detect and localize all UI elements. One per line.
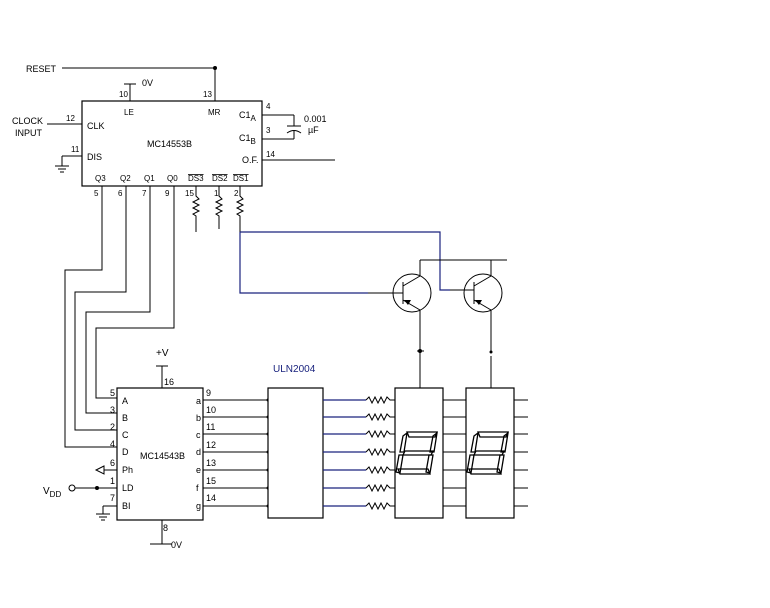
counter-dis: DIS [87, 152, 102, 162]
decoder-out-a: a [196, 396, 201, 406]
decoder-out-g: g [196, 501, 201, 511]
decoder-pin4: 4 [110, 439, 115, 449]
uln2004-chip [267, 387, 324, 519]
counter-pin2: 2 [234, 189, 239, 198]
reset-label: RESET [26, 64, 57, 74]
decoder-bi: BI [122, 501, 131, 511]
counter-pin13: 13 [203, 90, 212, 99]
counter-pin7: 7 [142, 189, 147, 198]
mc14553b-chip [81, 100, 263, 187]
mc14543b-chip [116, 387, 204, 521]
counter-pin4: 4 [266, 102, 271, 111]
decoder-opin14: 14 [206, 493, 216, 503]
counter-pin14: 14 [266, 150, 275, 159]
counter-pin15: 15 [185, 189, 194, 198]
decoder-pin8: 8 [163, 523, 168, 533]
resistor-ds1 [235, 186, 245, 232]
decoder-pin6: 6 [110, 458, 115, 468]
decoder-pin3: 3 [110, 405, 115, 415]
vplus-label: +V [156, 348, 169, 359]
capacitor-value: 0.001 [304, 114, 327, 124]
decoder-pin1: 1 [110, 476, 115, 486]
bus-q0-a [95, 186, 175, 399]
bus-q3-d [64, 186, 117, 448]
seven-seg-display-1 [394, 387, 444, 519]
counter-name: MC14553B [147, 139, 192, 149]
counter-q2: Q2 [120, 174, 131, 183]
decoder-opin13: 13 [206, 458, 216, 468]
zero-volt-bottom: 0V [171, 540, 182, 550]
decoder-c: C [122, 430, 129, 440]
decoder-ph: Ph [122, 465, 133, 475]
counter-mr: MR [208, 108, 221, 117]
decoder-pin7: 7 [110, 493, 115, 503]
digit-8-glyph-2 [466, 431, 509, 475]
counter-pin11: 11 [71, 145, 80, 154]
counter-pin3: 3 [266, 126, 271, 135]
vdd-label: VDD [43, 486, 61, 499]
decoder-out-c: c [196, 430, 201, 440]
counter-q0: Q0 [167, 174, 178, 183]
zero-volt-top: 0V [142, 78, 153, 88]
counter-pin10: 10 [119, 90, 128, 99]
counter-ds1: DS1 [233, 174, 249, 183]
clock-label-2: INPUT [15, 128, 43, 138]
decoder-d: D [122, 447, 129, 457]
counter-c1a: C1A [239, 110, 257, 123]
decoder-opin10: 10 [206, 405, 216, 415]
decoder-out-e: e [196, 465, 201, 475]
counter-pin12: 12 [66, 114, 75, 123]
decoder-pin16: 16 [164, 377, 174, 387]
counter-clk: CLK [87, 121, 105, 131]
counter-pin6: 6 [118, 189, 123, 198]
counter-ds3: DS3 [188, 174, 204, 183]
decoder-out-f: f [196, 483, 199, 493]
counter-c1b: C1B [239, 133, 256, 146]
decoder-opin11: 11 [206, 422, 215, 432]
counter-of: O.F. [242, 155, 259, 165]
decoder-pin2: 2 [110, 422, 115, 432]
transistor-digit-2 [450, 260, 503, 352]
bus-q1-b [85, 186, 151, 414]
counter-pin5: 5 [94, 189, 99, 198]
counter-ds2: DS2 [212, 174, 228, 183]
decoder-out-b: b [196, 413, 201, 423]
counter-pin9: 9 [165, 189, 170, 198]
decoder-a: A [122, 396, 128, 406]
counter-pin1: 1 [214, 189, 219, 198]
decoder-out-d: d [196, 447, 201, 457]
decoder-b: B [122, 413, 128, 423]
resistor-ds2 [214, 186, 224, 229]
transistor-digit-1 [392, 260, 432, 350]
counter-q1: Q1 [144, 174, 155, 183]
clock-label-1: CLOCK [12, 116, 43, 126]
decoder-pin5: 5 [110, 388, 115, 398]
decoder-ld: LD [122, 483, 134, 493]
decoder-opin9: 9 [206, 388, 211, 398]
decoder-name: MC14543B [140, 451, 185, 461]
bus-q2-c [74, 186, 127, 431]
decoder-opin15: 15 [206, 476, 216, 486]
driver-name: ULN2004 [273, 364, 316, 375]
seven-seg-display-2 [465, 387, 515, 519]
counter-le: LE [124, 108, 134, 117]
resistor-ds3 [191, 186, 201, 232]
decoder-opin12: 12 [206, 440, 216, 450]
counter-q3: Q3 [95, 174, 106, 183]
digit-8-glyph-1 [395, 431, 438, 475]
capacitor-unit: µF [308, 125, 319, 135]
